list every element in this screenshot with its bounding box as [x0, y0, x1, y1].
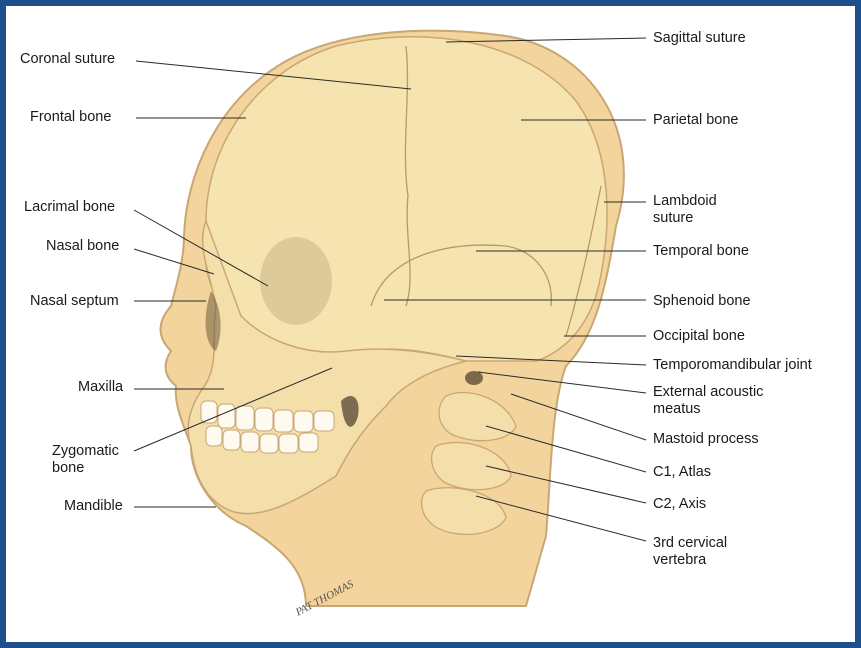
cervical-vertebrae	[420, 391, 517, 536]
orbit	[260, 237, 332, 325]
label-occipital-bone: Occipital bone	[653, 328, 745, 344]
nasal-aperture	[205, 291, 221, 351]
label-temporal-bone: Temporal bone	[653, 243, 749, 259]
label-parietal-bone: Parietal bone	[653, 112, 739, 128]
teeth	[200, 400, 335, 454]
label-zygomatic-bone: Zygomatic bone	[52, 443, 119, 476]
label-external-acoustic-meatus: External acoustic meatus	[653, 384, 764, 417]
label-mandible: Mandible	[64, 498, 123, 514]
label-lambdoid-suture: Lambdoid suture	[653, 193, 717, 226]
label-nasal-bone: Nasal bone	[46, 238, 120, 254]
label-temporomandibular-joint: Temporomandibular joint	[653, 357, 812, 373]
cranium	[205, 36, 608, 362]
lambdoid-suture-line	[565, 185, 602, 337]
label-sphenoid-bone: Sphenoid bone	[653, 293, 751, 309]
label-frontal-bone: Frontal bone	[30, 109, 112, 125]
leader-lines	[133, 37, 647, 542]
label-maxilla: Maxilla	[78, 379, 124, 395]
label-sagittal-suture: Sagittal suture	[653, 30, 746, 46]
label-third-cervical-vertebra: 3rd cervical vertebra	[653, 535, 728, 568]
label-mastoid-process: Mastoid process	[653, 431, 759, 447]
label-coronal-suture: Coronal suture	[20, 51, 116, 67]
label-c2-axis: C2, Axis	[653, 496, 707, 512]
label-nasal-septum: Nasal septum	[30, 293, 119, 309]
label-c1-atlas: C1, Atlas	[653, 464, 712, 480]
squamous-suture	[370, 244, 552, 307]
skull-illustration: PAT THOMAS	[133, 29, 647, 619]
ear-canal	[465, 371, 483, 385]
label-lacrimal-bone: Lacrimal bone	[24, 199, 116, 215]
mandibular-notch	[341, 396, 359, 427]
